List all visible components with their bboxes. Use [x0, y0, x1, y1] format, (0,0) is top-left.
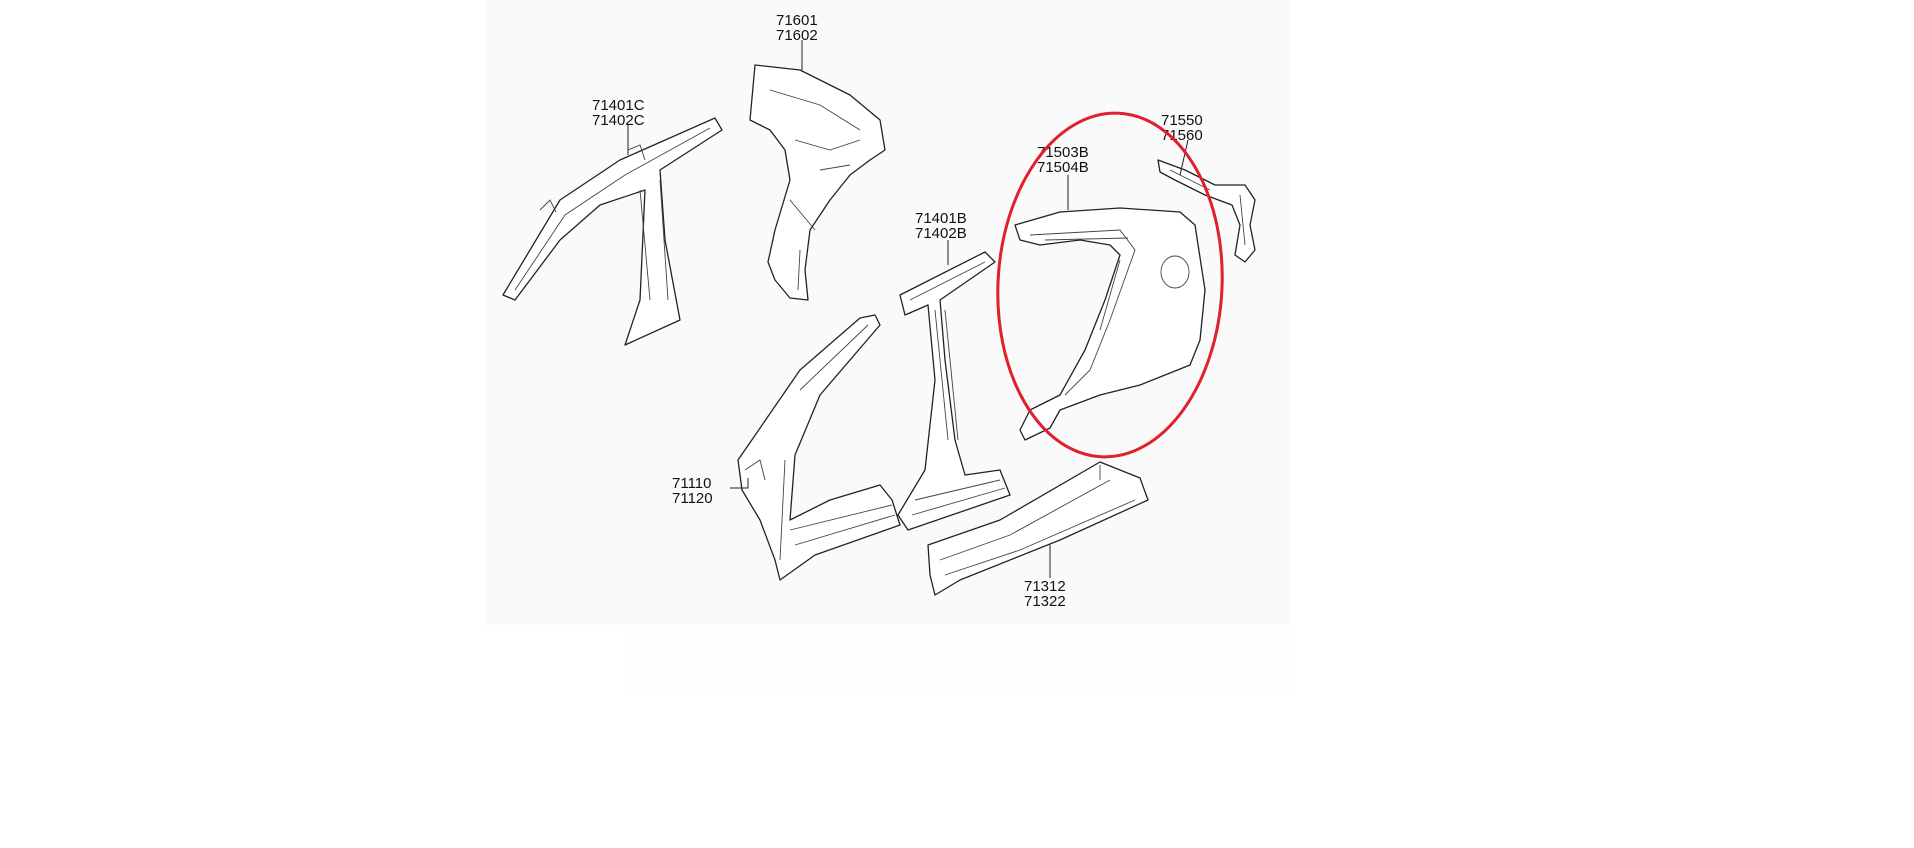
- part-side-sill[interactable]: [927, 461, 1149, 596]
- highlight-ellipse: [996, 111, 1224, 459]
- leader-71110: [730, 478, 749, 489]
- part-quarter-inner-upper[interactable]: [749, 64, 886, 301]
- part-front-pillar-outer[interactable]: [737, 314, 901, 581]
- part-a-pillar-inner[interactable]: [502, 117, 723, 346]
- part-quarter-panel-outer[interactable]: [1014, 207, 1206, 441]
- diagram-background-lower: [625, 625, 1290, 695]
- leader-71550: [1179, 139, 1189, 176]
- part-center-pillar[interactable]: [897, 251, 1011, 531]
